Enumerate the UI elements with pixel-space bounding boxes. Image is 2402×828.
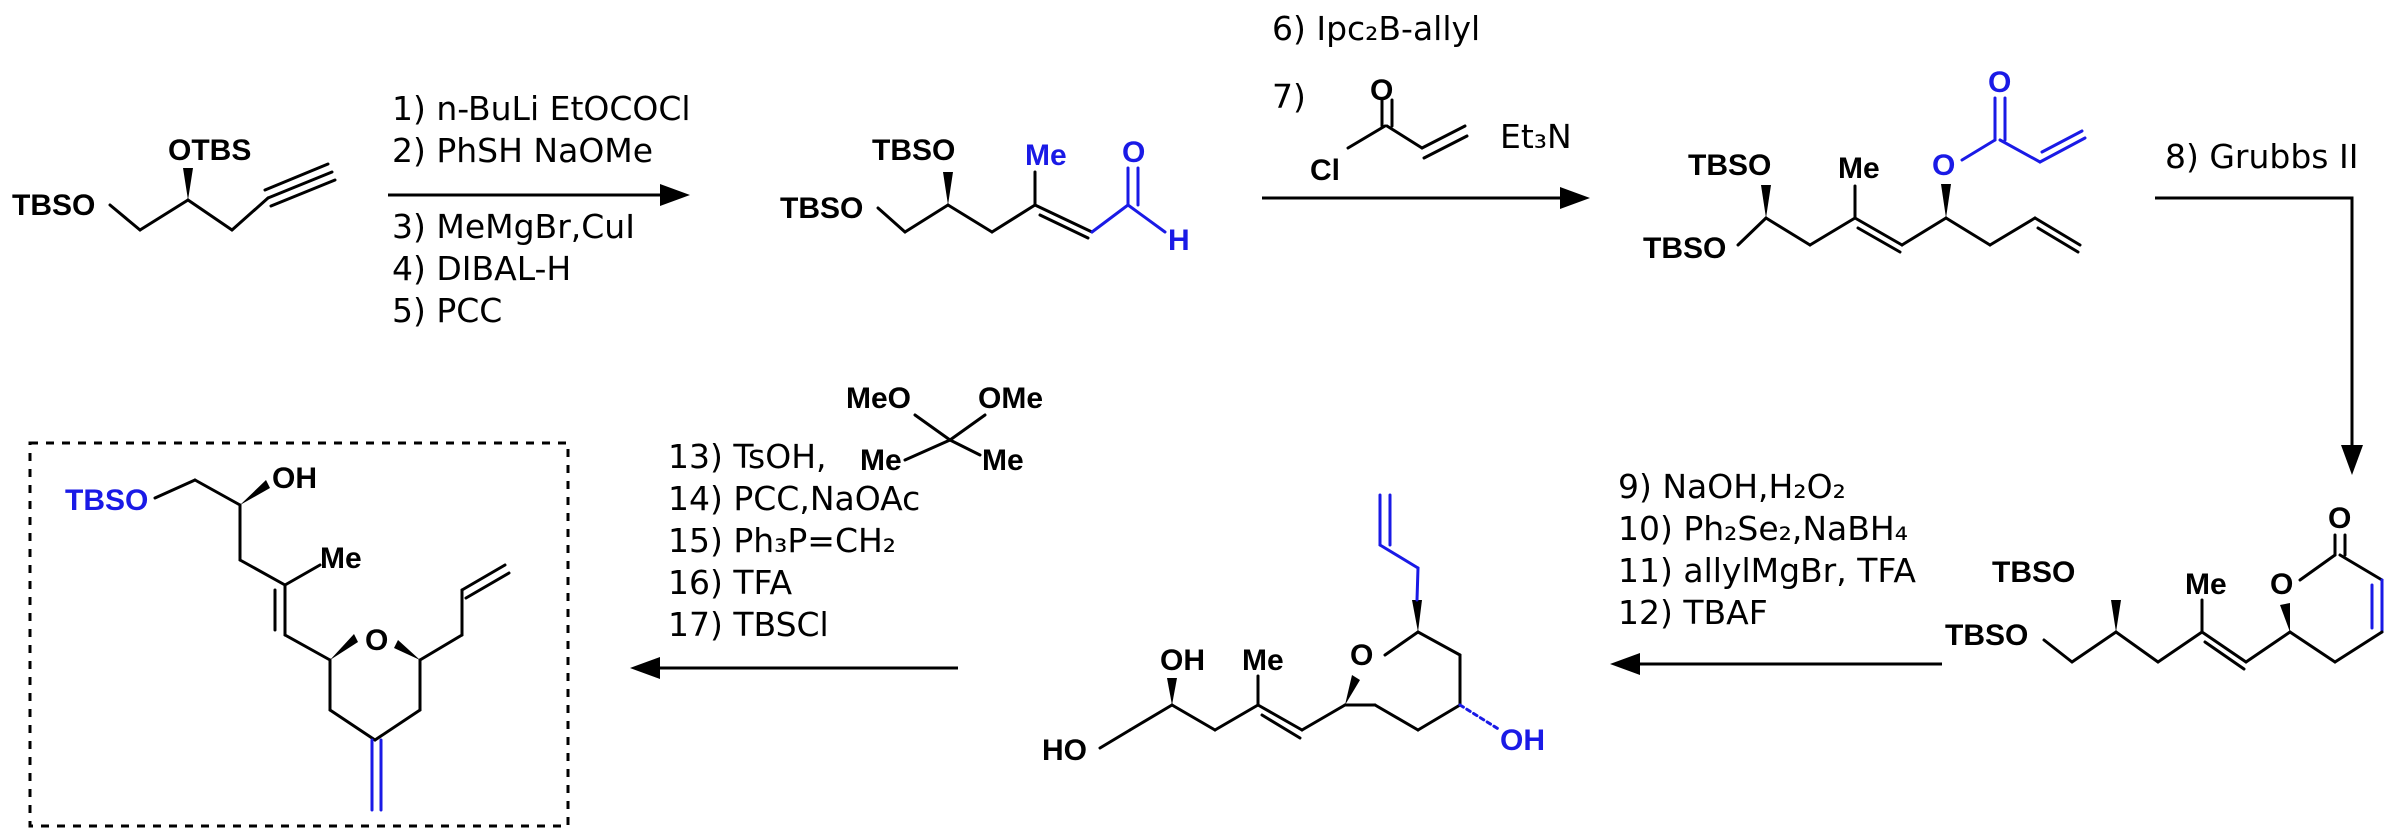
product-box	[28, 441, 570, 828]
condition-6: 6) Ipc₂B-allyl	[1272, 9, 1480, 48]
arrow-head-4	[1610, 653, 1640, 675]
otbs-label: OTBS	[168, 134, 251, 167]
oh-label-1: OH	[1160, 644, 1205, 677]
condition-1: 1) n-BuLi EtOCOCl	[392, 89, 691, 128]
compound-2-enal: TBSO TBSO Me O H	[780, 134, 1190, 257]
compound-4-lactone: TBSO TBSO Me O O	[1945, 502, 2384, 671]
condition-15: 15) Ph₃P=CH₂	[668, 521, 896, 560]
condition-4: 4) DIBAL-H	[392, 249, 571, 288]
lactone-carbonyl-o: O	[2328, 502, 2351, 535]
condition-9: 9) NaOH,H₂O₂	[1618, 467, 1846, 506]
tbso-label-2: TBSO	[872, 134, 955, 167]
ester-o: O	[1932, 149, 1955, 182]
grubbs-label: 8) Grubbs II	[2165, 137, 2358, 176]
me-label: Me	[1838, 152, 1880, 185]
acyl-cl: Cl	[1310, 154, 1340, 187]
tbso-label: TBSO	[780, 192, 863, 225]
ring-o: O	[365, 624, 388, 657]
compound-3-acrylate: TBSO TBSO Me O O	[1643, 66, 2087, 265]
step-4: 9) NaOH,H₂O₂ 10) Ph₂Se₂,NaBH₄ 11) allylM…	[1610, 467, 1942, 675]
compound-1-alkyne: TBSO OTBS	[12, 134, 337, 232]
arrow-head-5	[630, 657, 660, 679]
ome-label: OMe	[978, 382, 1043, 415]
arrow-head-1	[660, 184, 690, 206]
acyl-o: O	[1370, 74, 1393, 107]
step-2: 6) Ipc₂B-allyl 7) O Cl Et₃N	[1262, 9, 1590, 209]
aldehyde-o: O	[1122, 136, 1145, 169]
aldehyde-h: H	[1168, 224, 1190, 257]
tbso-label: TBSO	[12, 189, 95, 222]
meo-label: MeO	[846, 382, 911, 415]
arrow-head-3	[2341, 445, 2363, 475]
carbonyl-o: O	[1988, 66, 2011, 99]
ring-o: O	[2270, 568, 2293, 601]
et3n-label: Et₃N	[1500, 117, 1572, 156]
tbso-label: TBSO	[65, 484, 148, 517]
condition-2: 2) PhSH NaOMe	[392, 131, 653, 170]
ring-o: O	[1350, 639, 1373, 672]
me-label-1: Me	[860, 444, 902, 477]
condition-11: 11) allylMgBr, TFA	[1618, 551, 1916, 590]
condition-14: 14) PCC,NaOAc	[668, 479, 920, 518]
me-label: Me	[320, 542, 362, 575]
compound-6-product: TBSO OH Me O	[28, 441, 570, 828]
tbso-label-bottom: TBSO	[1643, 232, 1726, 265]
oh-label: OH	[272, 462, 317, 495]
condition-16: 16) TFA	[668, 563, 792, 602]
condition-12: 12) TBAF	[1618, 593, 1768, 632]
reaction-arrow-3	[2155, 196, 2354, 455]
me-label: Me	[2185, 568, 2227, 601]
step-5: MeO OMe Me Me 13) TsOH, 14) PCC,NaOAc 15…	[630, 382, 1043, 679]
tbso-label-top: TBSO	[1688, 149, 1771, 182]
condition-10: 10) Ph₂Se₂,NaBH₄	[1618, 509, 1908, 548]
compound-5-triol: HO OH Me O OH	[1042, 493, 1545, 767]
condition-7: 7)	[1272, 77, 1306, 116]
step-3: 8) Grubbs II	[2155, 137, 2363, 475]
condition-17: 17) TBSCl	[668, 605, 829, 644]
tbso-label-bottom: TBSO	[1945, 619, 2028, 652]
me-label: Me	[1242, 644, 1284, 677]
arrow-head-2	[1560, 187, 1590, 209]
condition-13: 13) TsOH,	[668, 437, 827, 476]
me-label-2: Me	[982, 444, 1024, 477]
me-label: Me	[1025, 139, 1067, 172]
tbso-label-top: TBSO	[1992, 556, 2075, 589]
oh-label-2: OH	[1500, 724, 1545, 757]
condition-5: 5) PCC	[392, 291, 502, 330]
condition-3: 3) MeMgBr,CuI	[392, 207, 635, 246]
ho-label: HO	[1042, 734, 1087, 767]
step-1: 1) n-BuLi EtOCOCl 2) PhSH NaOMe 3) MeMgB…	[388, 89, 691, 330]
